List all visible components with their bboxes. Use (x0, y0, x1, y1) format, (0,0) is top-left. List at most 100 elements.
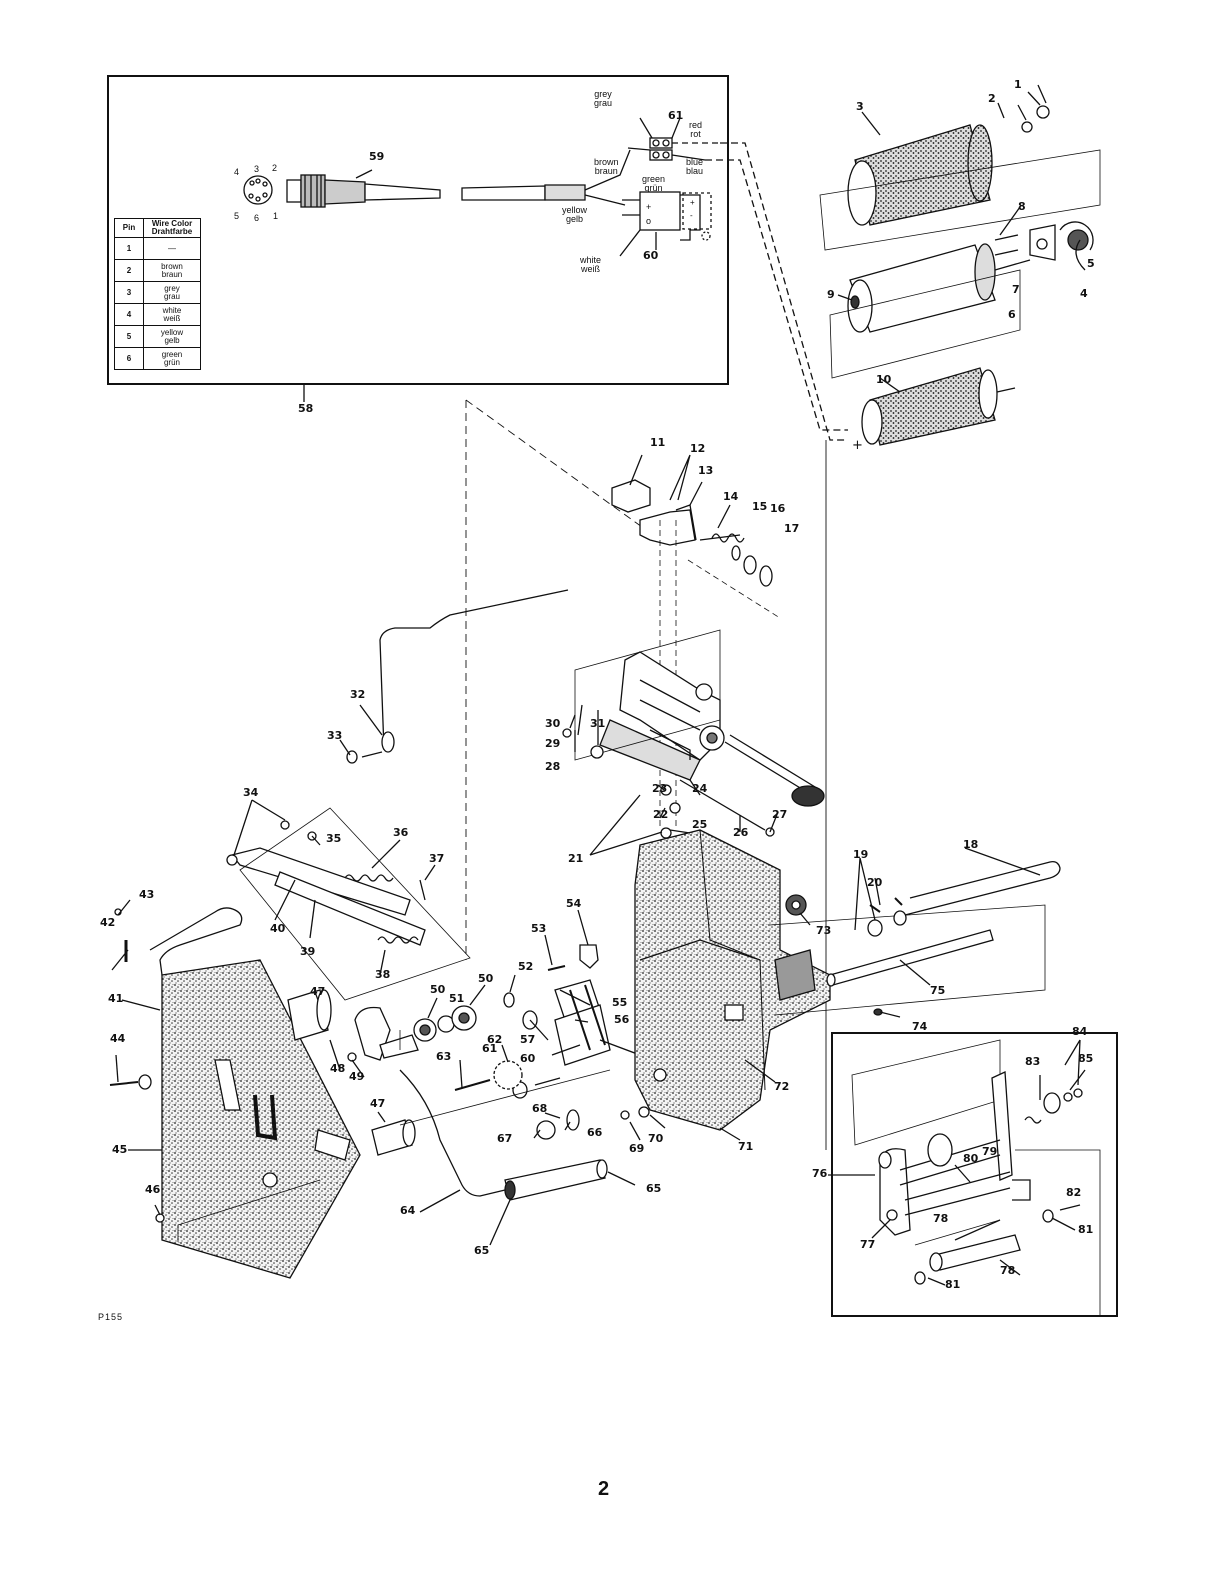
callout-28: 28 (545, 760, 561, 773)
callout-31: 31 (590, 717, 606, 730)
bracket-assembly (599, 651, 725, 781)
callout-65: 65 (474, 1244, 490, 1257)
callout-80: 80 (963, 1152, 979, 1165)
callout-38: 38 (375, 968, 391, 981)
callout-56: 56 (614, 1013, 630, 1026)
callout-35: 35 (326, 832, 342, 845)
callout-9: 9 (827, 288, 835, 301)
callout-27: 27 (772, 808, 788, 821)
callout-81: 81 (1078, 1223, 1094, 1236)
callout-22: 22 (653, 808, 669, 821)
svg-text:+: + (646, 202, 651, 212)
callout-53: 53 (531, 922, 547, 935)
callout-61: 61 (482, 1042, 498, 1055)
callout-61: 61 (668, 109, 684, 122)
connector-pin-label: 4 (234, 167, 240, 177)
callout-18: 18 (963, 838, 979, 851)
callout-30: 30 (545, 717, 561, 730)
callout-44: 44 (110, 1032, 126, 1045)
callout-17: 17 (784, 522, 800, 535)
callout-33: 33 (327, 729, 343, 742)
motor-10 (861, 367, 1016, 446)
connector-plug (286, 149, 631, 208)
callout-29: 29 (545, 737, 561, 750)
callout-60: 60 (520, 1052, 536, 1065)
callout-71: 71 (738, 1140, 754, 1153)
callout-52: 52 (518, 960, 534, 973)
callout-78: 78 (933, 1212, 949, 1225)
svg-text:+: + (690, 198, 695, 207)
figure-code: P155 (98, 1312, 124, 1322)
polarity-plus: + (852, 438, 863, 453)
callout-79: 79 (982, 1145, 998, 1158)
callout-45: 45 (112, 1143, 128, 1156)
callout-47: 47 (370, 1097, 386, 1110)
callout-12: 12 (690, 442, 706, 455)
callout-40: 40 (270, 922, 286, 935)
callout-5: 5 (1087, 257, 1095, 270)
callout-74: 74 (912, 1020, 928, 1033)
sleeve-3 (847, 124, 993, 226)
callout-68: 68 (532, 1102, 548, 1115)
callout-26: 26 (733, 826, 749, 839)
callout-42: 42 (100, 916, 116, 929)
callout-1: 1 (1014, 78, 1022, 91)
callout-69: 69 (629, 1142, 645, 1155)
callout-81: 81 (945, 1278, 961, 1291)
callout-4: 4 (1080, 287, 1088, 300)
callout-39: 39 (300, 945, 316, 958)
svg-text:-: - (690, 211, 693, 220)
callout-13: 13 (698, 464, 714, 477)
callout-49: 49 (349, 1070, 365, 1083)
assembly-76 (878, 1071, 1031, 1236)
callout-10: 10 (876, 373, 892, 386)
callout-82: 82 (1066, 1186, 1082, 1199)
callout-48: 48 (330, 1062, 346, 1075)
callout-8: 8 (1018, 200, 1026, 213)
callout-11: 11 (650, 436, 666, 449)
callout-23: 23 (652, 782, 668, 795)
callout-50: 50 (478, 972, 494, 985)
callout-55: 55 (612, 996, 628, 1009)
callout-6: 6 (1008, 308, 1016, 321)
callout-60: 60 (643, 249, 659, 262)
callout-7: 7 (1012, 283, 1020, 296)
callout-15: 15 (752, 500, 768, 513)
callout-51: 51 (449, 992, 465, 1005)
plate-40 (226, 820, 426, 946)
callout-62: 62 (487, 1033, 503, 1046)
callout-77: 77 (860, 1238, 876, 1251)
callout-2: 2 (988, 92, 996, 105)
spring-14 (711, 533, 745, 543)
callout-73: 73 (816, 924, 832, 937)
roller-9 (847, 243, 1031, 333)
callout-64: 64 (400, 1204, 416, 1217)
callout-75: 75 (930, 984, 946, 997)
connector-pin-label: 2 (272, 163, 278, 173)
callout-41: 41 (108, 992, 124, 1005)
callout-78: 78 (1000, 1264, 1016, 1277)
callout-85: 85 (1078, 1052, 1094, 1065)
callout-25: 25 (692, 818, 708, 831)
housing-71 (634, 829, 831, 1131)
connector-pin-label: 1 (273, 211, 279, 221)
callout-46: 46 (145, 1183, 161, 1196)
callout-43: 43 (139, 888, 155, 901)
callout-19: 19 (853, 848, 869, 861)
connector-pin-label: 5 (234, 211, 240, 221)
callout-34: 34 (243, 786, 259, 799)
callout-54: 54 (566, 897, 582, 910)
callout-14: 14 (723, 490, 739, 503)
callout-20: 20 (867, 876, 883, 889)
plate-45 (161, 959, 361, 1279)
